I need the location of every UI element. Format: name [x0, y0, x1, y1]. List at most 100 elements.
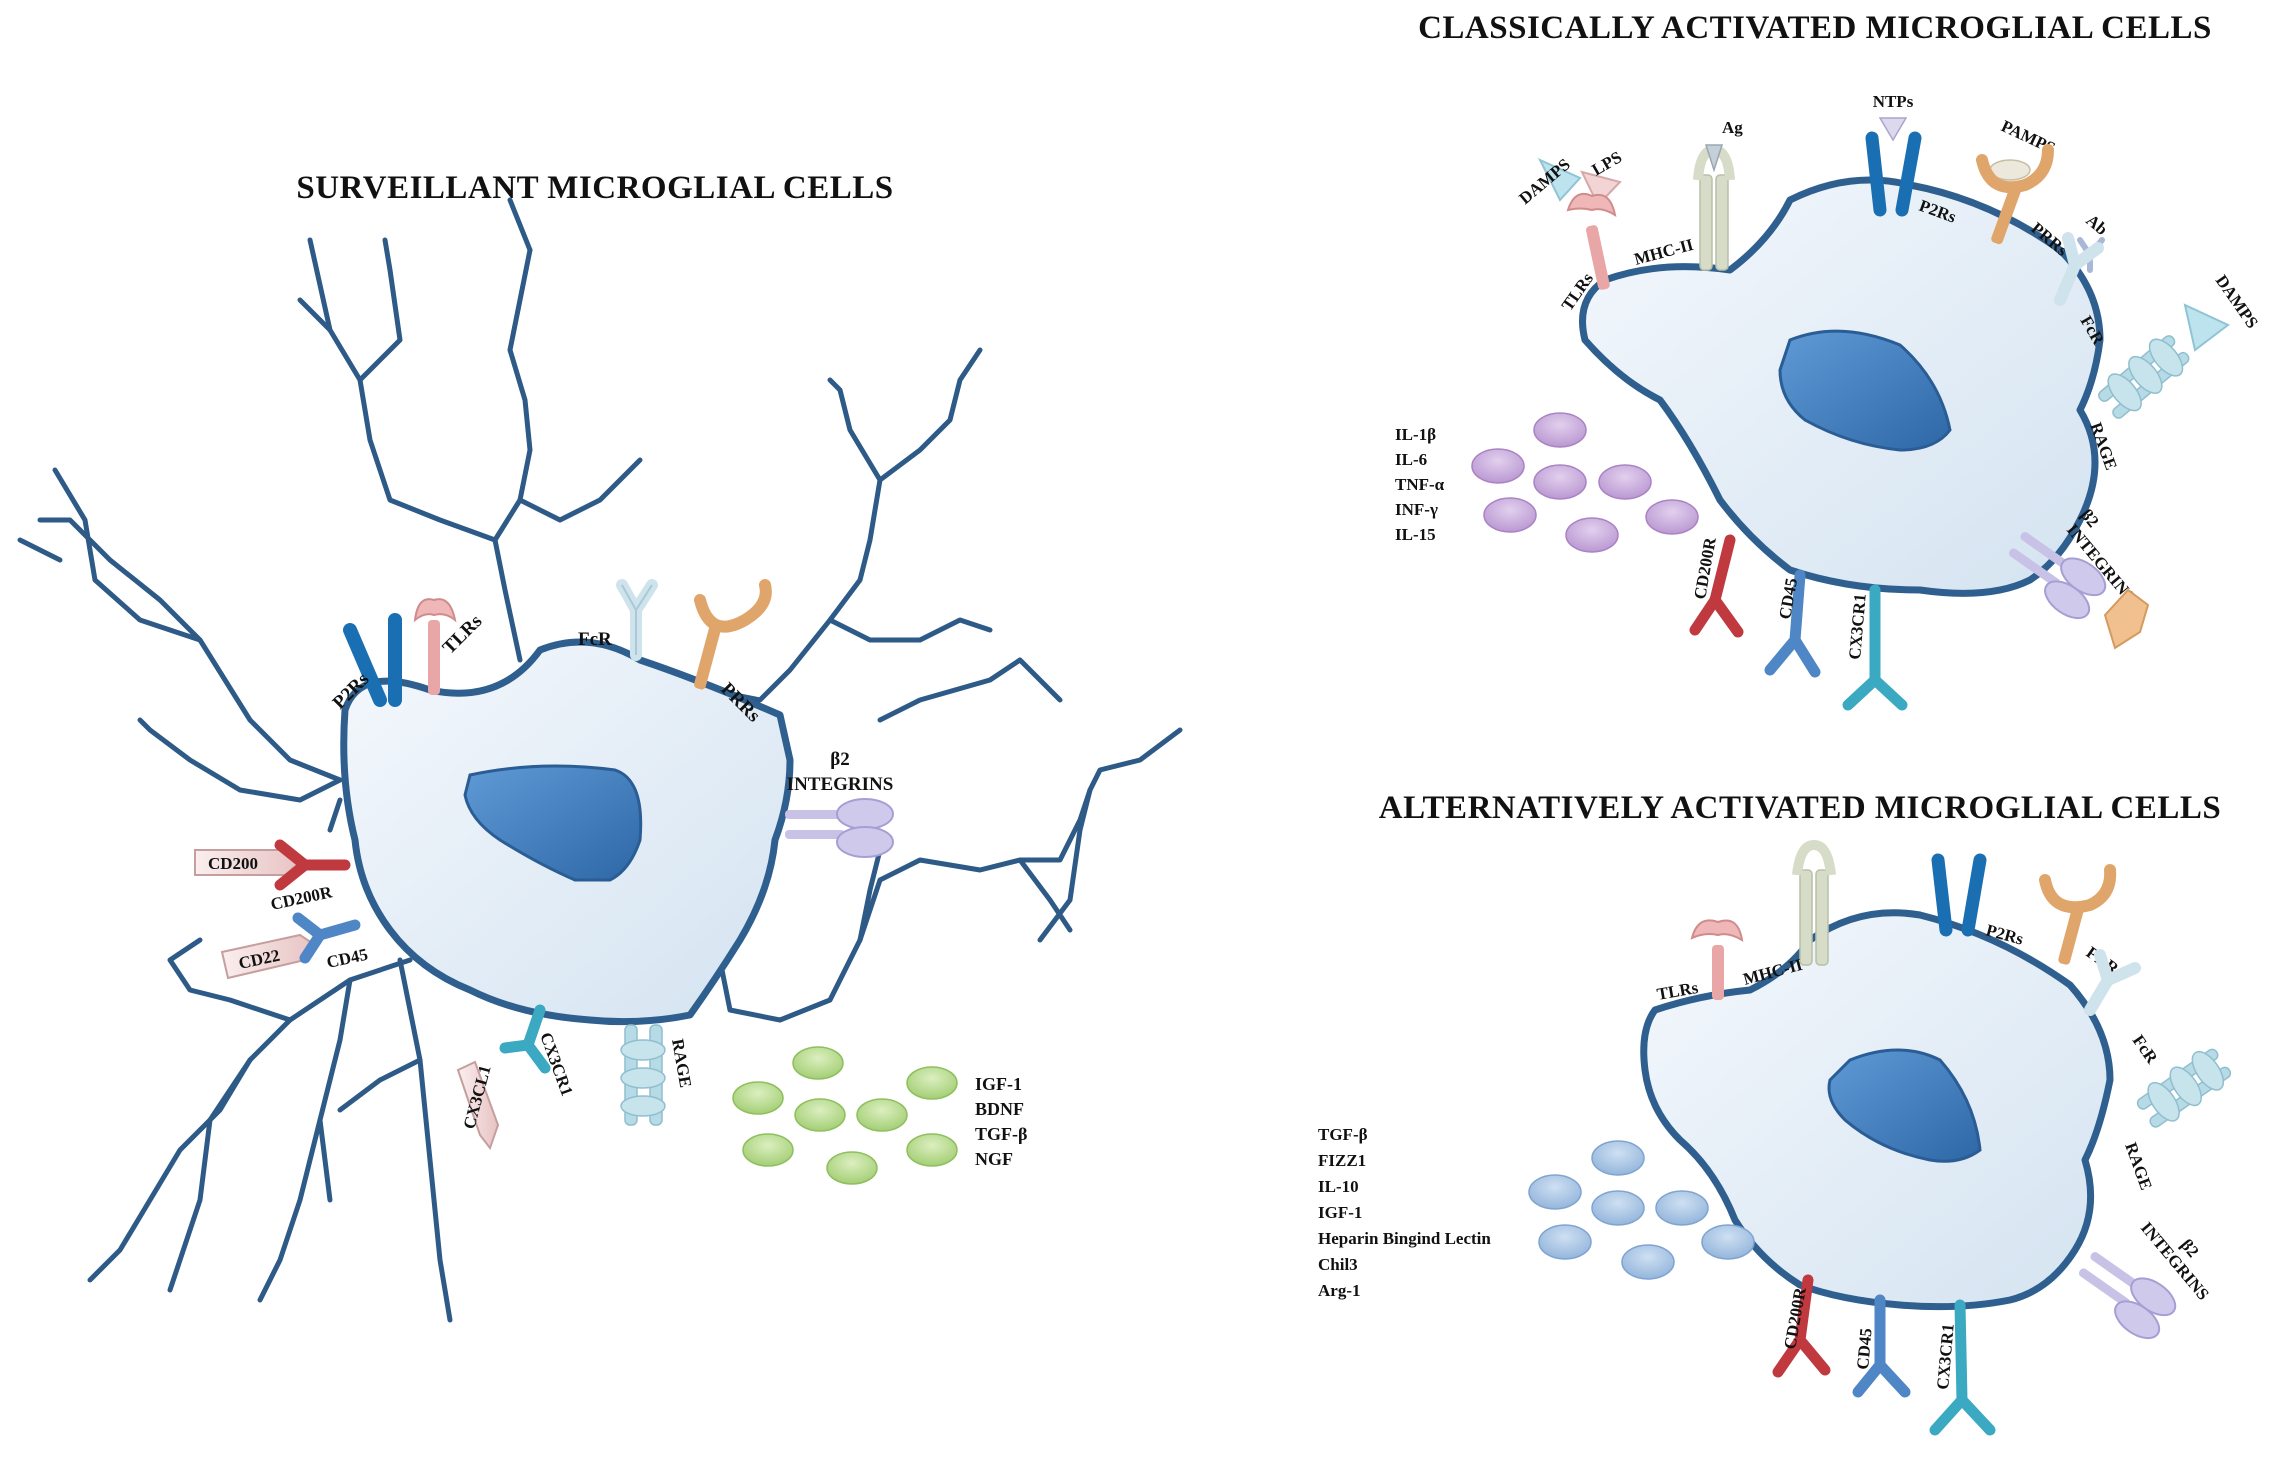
cx3cr1-receptor-icon — [1842, 584, 1908, 711]
vesicle — [1591, 1190, 1645, 1226]
cytokine-label: INF-γ — [1395, 500, 1438, 519]
alternative-panel: ALTERNATIVELY ACTIVATED MICROGLIAL CELLS… — [1318, 790, 2232, 1436]
surveillant-fcr-label: FcR — [578, 629, 612, 650]
surveillant-title: SURVEILLANT MICROGLIAL CELLS — [296, 170, 893, 206]
alternative-cx3cr1-label: CX3CR1 — [1933, 1323, 1958, 1391]
classical-cx3cr1-label: CX3CR1 — [1845, 593, 1870, 661]
blue-vesicle-cluster — [1528, 1140, 1755, 1280]
process-branch — [52, 467, 203, 643]
process-bottom-left — [87, 957, 413, 1283]
damps-ligand-icon — [1537, 157, 1582, 202]
vesicle — [1538, 1224, 1592, 1260]
process-branch — [327, 797, 343, 833]
classical-ab-label: Ab — [2082, 211, 2111, 240]
factor-label: Chil3 — [1318, 1255, 1358, 1274]
vesicle — [1533, 464, 1587, 500]
cd45-receptor-icon — [292, 912, 361, 964]
prr-receptor-icon — [1976, 144, 2054, 245]
process-branch — [167, 937, 293, 1023]
vesicle — [1533, 412, 1587, 448]
integrin-receptor-icon — [2078, 1252, 2177, 1340]
integrin-receptor-icon — [2008, 532, 2107, 620]
factor-label: Heparin Bingind Lectin — [1318, 1229, 1491, 1248]
vesicle — [826, 1151, 878, 1185]
damps-ligand-icon — [2183, 303, 2230, 352]
ntps-ligand-icon — [1878, 117, 1908, 142]
factor-label: IGF-1 — [1318, 1203, 1362, 1222]
surveillant-b2-label: β2 — [830, 749, 850, 770]
surveillant-tlrs-label: TLRs — [439, 611, 487, 659]
vesicle — [856, 1098, 908, 1132]
factor-label: Arg-1 — [1318, 1281, 1360, 1300]
cd45-receptor-icon — [1764, 569, 1821, 678]
factor-label: TGF-β — [1318, 1125, 1368, 1144]
process-branch — [357, 237, 403, 383]
process-branch — [1017, 857, 1073, 933]
factor-label: BDNF — [975, 1099, 1024, 1119]
rage-receptor-icon — [2098, 335, 2190, 419]
lps-ligand-icon — [1580, 170, 1622, 207]
process-left-lower — [137, 717, 343, 803]
tlr-receptor-icon — [1566, 192, 1617, 290]
vesicle — [1528, 1174, 1582, 1210]
process-branch — [827, 377, 883, 483]
surveillant-nucleus — [463, 764, 643, 882]
vesicle — [792, 1046, 844, 1080]
classical-ag-label: Ag — [1722, 118, 1743, 137]
green-vesicle-cluster — [732, 1046, 958, 1185]
process-branch — [507, 197, 533, 253]
tlr-receptor-icon — [413, 598, 457, 695]
process-branch — [297, 297, 333, 333]
surveillant-panel: SURVEILLANT MICROGLIAL CELLS — [17, 170, 1183, 1323]
factor-label: IGF-1 — [975, 1074, 1022, 1094]
integrin-receptor-icon — [785, 798, 894, 858]
process-branch — [257, 977, 353, 1303]
vesicle — [1655, 1190, 1709, 1226]
alternative-rage-label: RAGE — [2121, 1140, 2156, 1193]
alternative-nucleus — [1827, 1048, 1982, 1163]
cx3cr1-receptor-icon — [499, 1004, 551, 1074]
integrin-ligand-icon — [2103, 588, 2150, 650]
rage-receptor-icon — [620, 1024, 666, 1126]
cd200r-receptor-icon — [1689, 534, 1744, 638]
cx3cr1-receptor-icon — [1929, 1299, 1996, 1436]
mhc-receptor-icon — [1792, 839, 1836, 966]
process-branch — [17, 537, 63, 563]
surveillant-integrins-label: INTEGRINS — [787, 774, 894, 795]
cd200r-receptor-icon — [274, 839, 351, 891]
vesicle — [906, 1133, 958, 1167]
cytokine-label: IL-15 — [1395, 525, 1436, 544]
process-branch — [167, 1057, 253, 1293]
cytokine-label: IL-1β — [1395, 425, 1436, 444]
cytokine-label: TNF-α — [1395, 475, 1445, 494]
vesicle — [1598, 464, 1652, 500]
cx3cl1-ligand-icon — [456, 1060, 500, 1151]
process-top — [492, 247, 533, 663]
process-top-left — [307, 237, 498, 543]
classical-title: CLASSICALLY ACTIVATED MICROGLIAL CELLS — [1418, 10, 2212, 46]
surveillant-cd45-label: CD45 — [325, 945, 370, 972]
ramified-processes — [17, 197, 1183, 1323]
tlr-receptor-icon — [1690, 919, 1744, 1000]
cd45-receptor-icon — [1852, 1294, 1911, 1398]
alternative-title: ALTERNATIVELY ACTIVATED MICROGLIAL CELLS — [1379, 790, 2222, 826]
classical-ntps-label: NTPs — [1873, 92, 1914, 111]
fcr-receptor-icon — [2054, 232, 2104, 306]
vesicle — [1565, 517, 1619, 553]
mhc-receptor-icon — [1693, 144, 1735, 271]
surveillant-rage-label: RAGE — [668, 1037, 695, 1089]
process-branch — [337, 1057, 423, 1113]
process-left — [37, 517, 343, 783]
surveillant-factor-list: IGF-1 BDNF TGF-β NGF — [975, 1074, 1027, 1169]
classical-cytokine-list: IL-1β IL-6 TNF-α INF-γ IL-15 — [1395, 425, 1445, 544]
factor-label: FIZZ1 — [1318, 1151, 1366, 1170]
cytokine-label: IL-6 — [1395, 450, 1427, 469]
p2r-receptor-icon — [343, 613, 402, 707]
vesicle — [742, 1133, 794, 1167]
prr-receptor-icon — [694, 579, 772, 690]
ag-ligand-icon — [1704, 144, 1724, 173]
rage-receptor-icon — [2136, 1048, 2232, 1128]
vesicle — [1471, 448, 1525, 484]
